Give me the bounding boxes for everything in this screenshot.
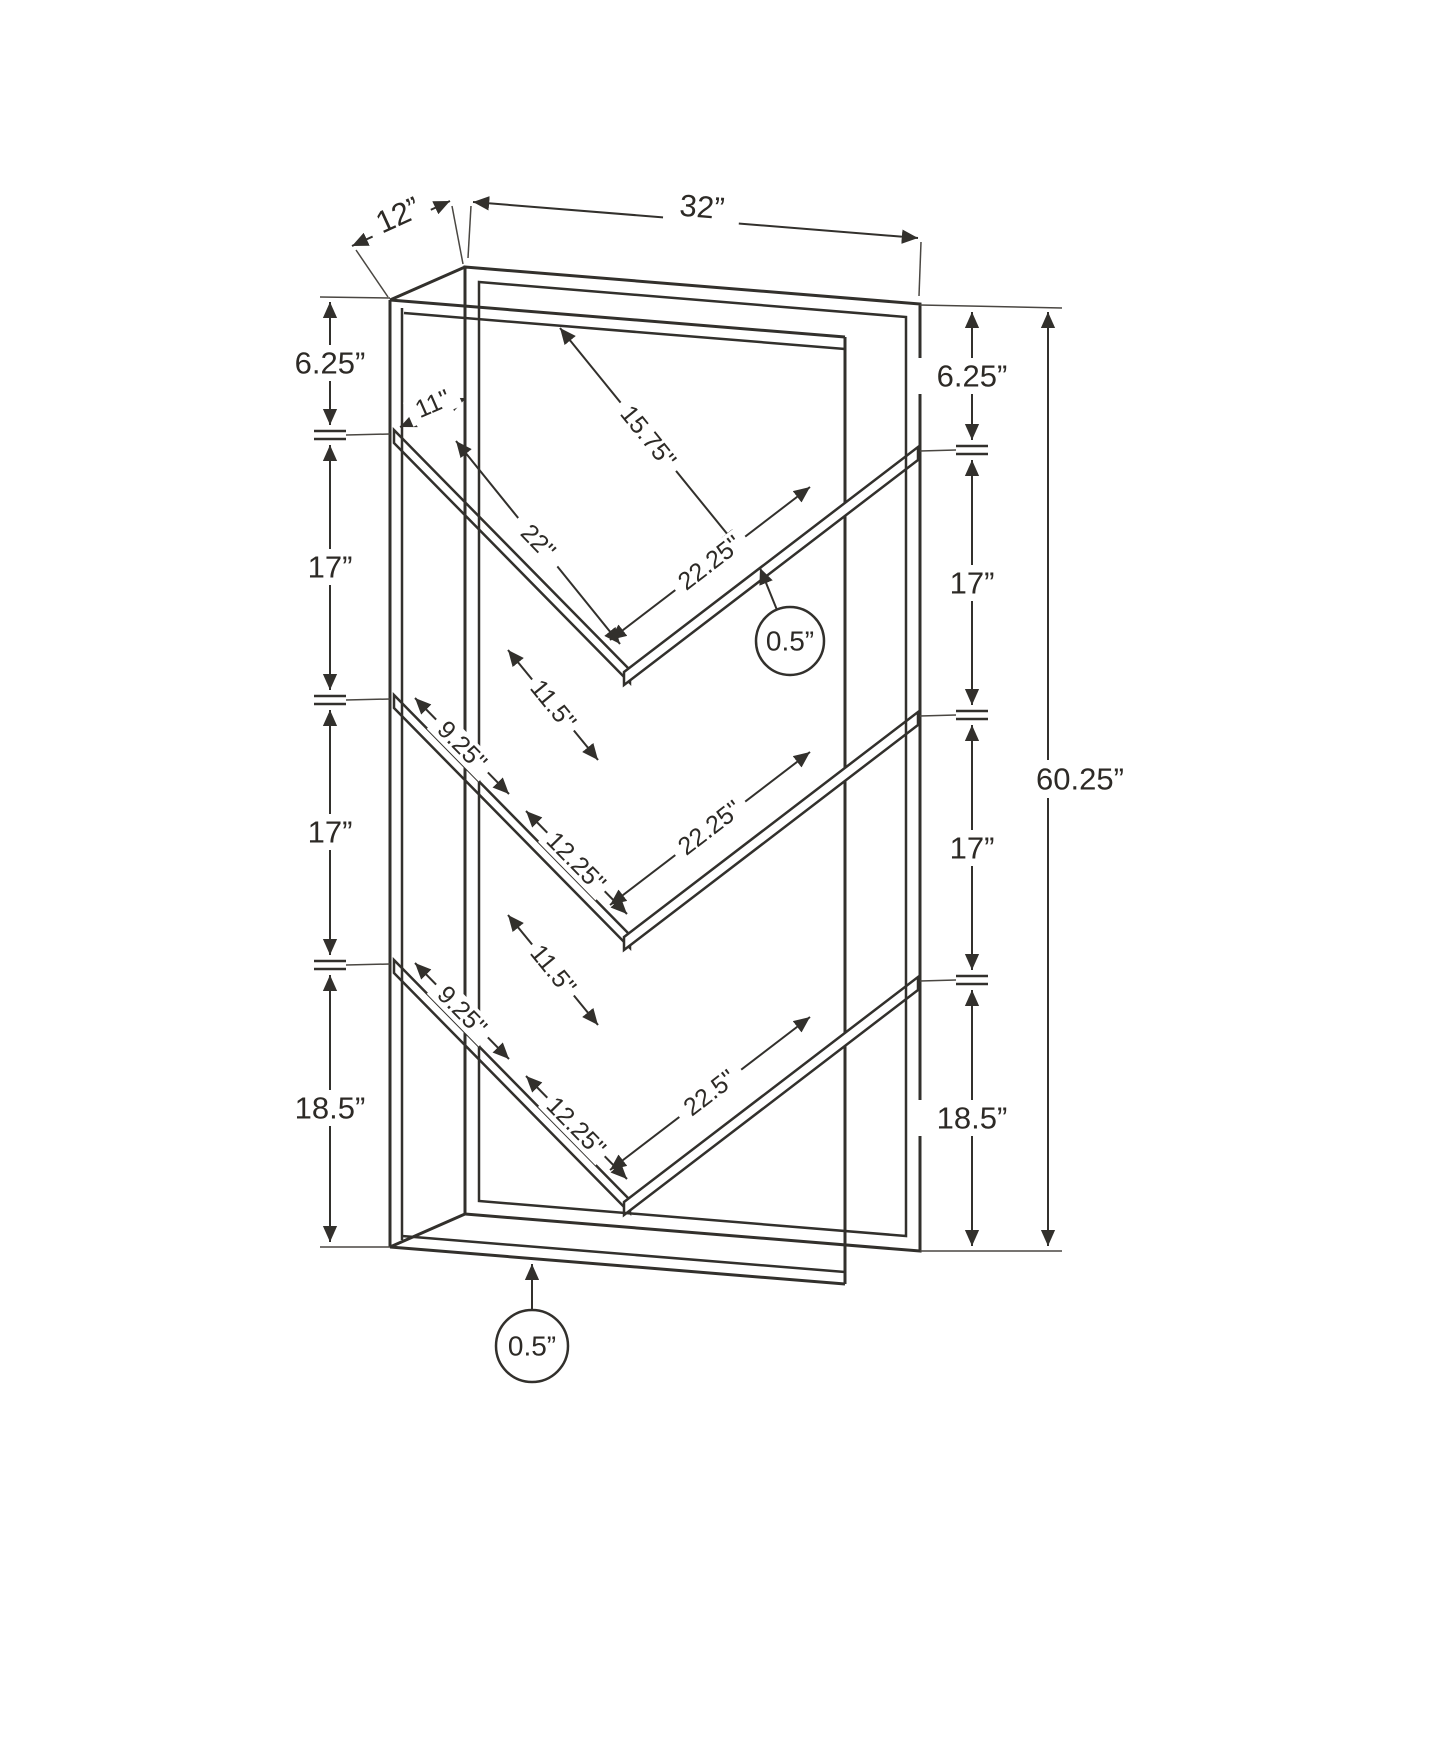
- dim-width-32: 32”: [467, 188, 922, 297]
- callout-shelf-thickness-top: 0.5”: [754, 567, 826, 677]
- svg-text:60.25”: 60.25”: [1036, 762, 1124, 797]
- dim-v2-left-b-1225: 12.25'': [525, 810, 628, 915]
- dim-label-width: 32”: [662, 188, 742, 226]
- dim-shelf-depth-11: 11'': [399, 381, 467, 428]
- thickness-top-text: 0.5”: [766, 626, 814, 657]
- dim-label-right-2: 17”: [934, 565, 1010, 601]
- dim-v2-gap-115: 11.5'': [507, 649, 599, 761]
- svg-text:18.5”: 18.5”: [295, 1091, 366, 1126]
- shelf-v3-right: [622, 974, 920, 1218]
- thickness-bottom-text: 0.5”: [508, 1331, 556, 1362]
- v-shelves: [392, 426, 920, 1218]
- dim-label-depth: 12”: [362, 187, 434, 243]
- thickness-top-circle: [754, 605, 826, 677]
- svg-text:17”: 17”: [950, 566, 995, 601]
- dim-column-left: 6.25” 17” 17” 18.5”: [276, 296, 391, 1248]
- shelf-v3-left: [392, 956, 632, 1217]
- shelf-v1-left: [392, 426, 632, 687]
- shelf-v2-right: [622, 709, 920, 953]
- dim-label-overall-height: 60.25”: [1016, 760, 1144, 798]
- dim-v2-left-a-925: 9.25'': [414, 697, 510, 795]
- shelf-v2-left: [392, 691, 632, 952]
- thickness-bottom-circle: [494, 1308, 570, 1384]
- svg-text:17”: 17”: [308, 815, 353, 850]
- svg-text:15.75'': 15.75'': [614, 400, 681, 474]
- dim-v1-left-22: 22'': [455, 440, 621, 645]
- dim-label-left-4: 18.5”: [276, 1090, 384, 1126]
- svg-text:6.25”: 6.25”: [295, 346, 366, 381]
- dim-label-right-1: 6.25”: [918, 358, 1026, 394]
- svg-text:18.5”: 18.5”: [937, 1101, 1008, 1136]
- svg-text:6.25”: 6.25”: [937, 359, 1008, 394]
- dim-top-opening-1575: 15.75'': [559, 327, 738, 547]
- dim-label-left-3: 17”: [292, 814, 368, 850]
- dim-depth-12: 12”: [351, 187, 464, 298]
- dim-column-right-inner: 6.25” 17” 17” 18.5”: [918, 304, 1063, 1252]
- dim-label-left-1: 6.25”: [276, 345, 384, 381]
- dim-label-right-3: 17”: [934, 830, 1010, 866]
- svg-text:17”: 17”: [950, 831, 995, 866]
- dim-v3-left-b-1225: 12.25'': [525, 1075, 628, 1180]
- dim-label-left-2: 17”: [292, 549, 368, 585]
- bookcase-back-frame: [389, 298, 847, 1286]
- dim-v3-gap-115: 11.5'': [507, 914, 599, 1026]
- svg-text:17”: 17”: [308, 550, 353, 585]
- dim-v3-left-a-925: 9.25'': [414, 962, 510, 1060]
- width-label-text: 32”: [678, 188, 725, 226]
- dim-overall-height: 60.25”: [1016, 312, 1144, 1246]
- callout-frame-thickness-bottom: 0.5”: [494, 1264, 570, 1384]
- dim-label-right-4: 18.5”: [918, 1100, 1026, 1136]
